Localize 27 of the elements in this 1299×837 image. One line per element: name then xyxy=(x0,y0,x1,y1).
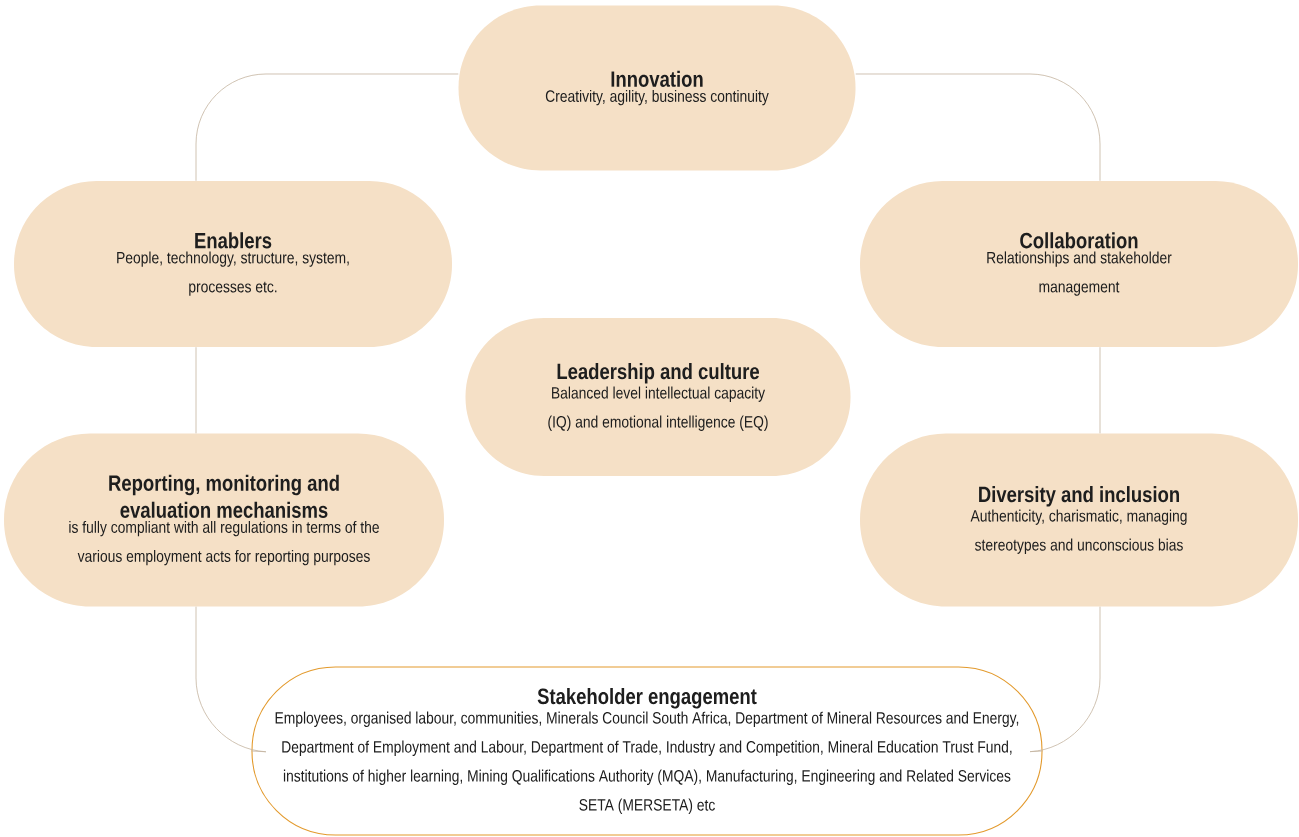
pill-box xyxy=(251,666,1043,836)
pill-box xyxy=(860,181,1298,347)
connector-line xyxy=(195,73,459,182)
connector-line xyxy=(1029,606,1101,753)
node-description: Balanced level intellectual capacity (IQ) and emotional intelligence (EQ) xyxy=(548,386,768,431)
node-heading: Innovation xyxy=(611,70,703,87)
node-heading: Leadership and culture xyxy=(557,363,760,384)
pill-box xyxy=(465,318,851,476)
pill-box xyxy=(860,433,1298,607)
pill-box xyxy=(4,433,444,607)
node-description: Creativity, agility, business continuity xyxy=(545,89,769,106)
pill-box xyxy=(14,181,452,347)
node-heading: Enablers xyxy=(195,232,272,249)
node-heading: Diversity and inclusion xyxy=(979,486,1179,507)
node-description: is fully compliant with all regulations in terms of the various employment acts for reporting purposes xyxy=(69,520,379,566)
node-description: Employees, organised labour, communities, Minerals Council South Africa, Department of Mineral Resources and Energy, Department of Employment and Labour, Department of Trade, Industry and Competition, Mineral Education Trust Fund, institutions of higher learning, Mining Qualifications Authority (MQA), Manufacturing, Engineering and Related Services SETA (MERSETA) etc xyxy=(275,711,1019,814)
connector-line xyxy=(195,606,267,753)
pill-box xyxy=(458,5,856,171)
node-description: Relationships and stakeholder management xyxy=(987,251,1172,296)
node-description: People, technology, structure, system, processes etc. xyxy=(117,251,349,296)
connector-line xyxy=(1099,346,1101,434)
connector-line xyxy=(195,346,197,434)
node-heading: Stakeholder engagement xyxy=(537,688,757,709)
node-description: Authenticity, charismatic, managing stereotypes and unconscious bias xyxy=(970,509,1187,554)
node-heading: Collaboration xyxy=(1020,232,1138,249)
connector-line xyxy=(855,73,1101,182)
node-heading: Reporting, monitoring and evaluation mechanisms xyxy=(109,474,339,518)
